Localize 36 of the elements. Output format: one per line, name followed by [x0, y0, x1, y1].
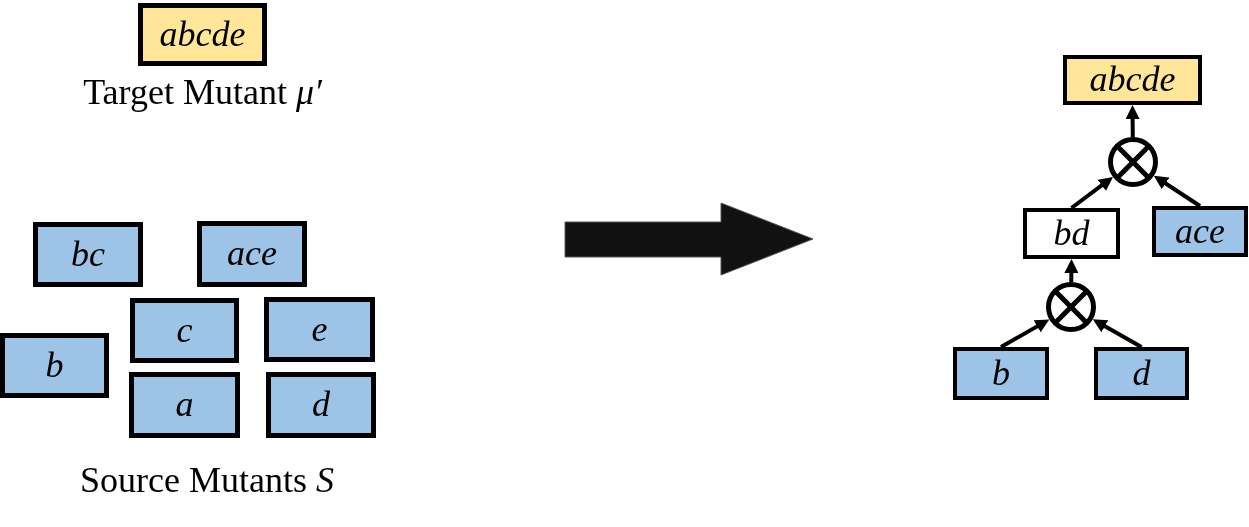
mutant-label: abcde — [1089, 60, 1176, 100]
arrow — [1125, 105, 1140, 137]
mutant-box — [266, 372, 376, 438]
mutant-label: abcde — [159, 14, 246, 55]
circled-cross-symbol — [1108, 137, 1158, 187]
mutant-box — [129, 372, 240, 438]
mutant-box — [264, 297, 375, 362]
mutant-box — [1152, 206, 1248, 257]
mutant-box — [33, 222, 143, 287]
mutant-label: b — [992, 353, 1010, 394]
mutant-label: ace — [227, 234, 277, 274]
mutant-label: a — [175, 385, 194, 425]
mutant-label: bc — [71, 234, 105, 275]
arrow — [1153, 175, 1202, 208]
arrow — [1000, 319, 1050, 349]
mutant-label: d — [312, 385, 330, 425]
arrow — [1064, 259, 1079, 283]
mutant-box — [1094, 347, 1189, 400]
mutant-label: b — [45, 345, 64, 386]
arrow — [1092, 319, 1143, 349]
mutant-box — [130, 298, 239, 363]
node-label: Target Mutant μ′ — [83, 72, 322, 114]
mutant-label: c — [176, 310, 193, 351]
mutant-label: bd — [1053, 213, 1090, 254]
mutant-box — [138, 3, 267, 66]
group-label: Source Mutants S — [80, 460, 334, 502]
arrow — [1070, 176, 1113, 210]
mutant-box — [953, 347, 1049, 400]
mutant-label: ace — [1175, 211, 1225, 252]
mutant-label: d — [1132, 353, 1151, 394]
mutant-box — [0, 333, 109, 398]
circled-cross-symbol — [1046, 282, 1096, 332]
mutant-box — [197, 221, 307, 287]
mutant-box — [1023, 208, 1120, 259]
mutant-label: e — [311, 309, 328, 350]
mutant-box — [1063, 55, 1202, 105]
